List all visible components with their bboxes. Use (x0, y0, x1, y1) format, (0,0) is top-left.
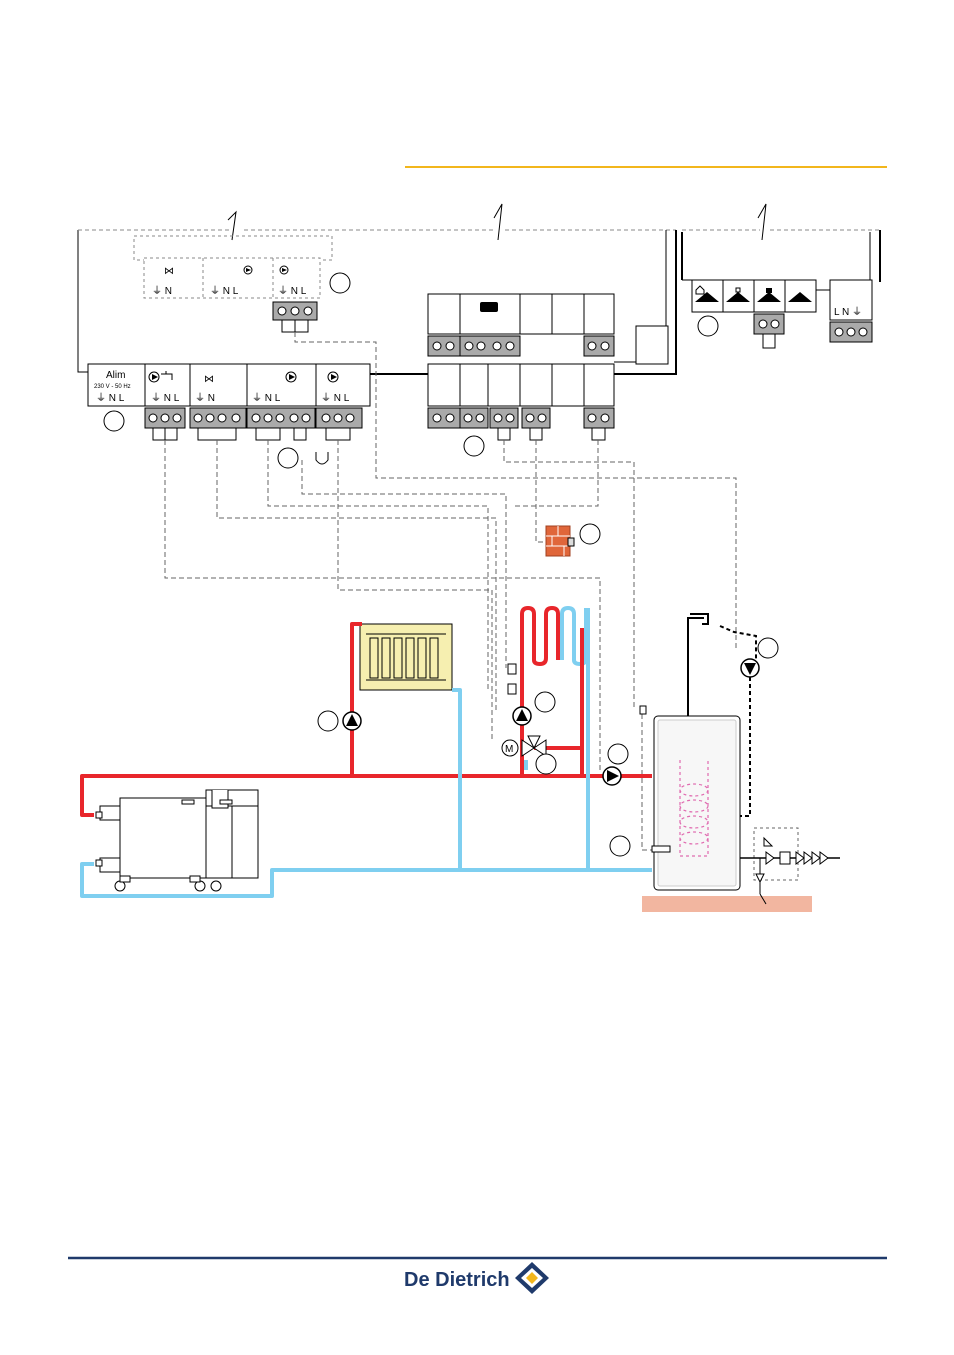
top-terminals-b: ⏚ N L (210, 285, 239, 297)
callout-dhw-pump (608, 744, 628, 764)
callout-recirculation-pump (758, 638, 778, 658)
left-terminals-b: ⏚ N (195, 392, 215, 404)
callout-floor-pump (535, 692, 555, 712)
top-terminals-a: ⏚ N (152, 285, 172, 297)
bridge-icon (316, 452, 328, 464)
display-box (636, 326, 668, 364)
underfloor-loop (522, 608, 586, 664)
callout-radiator-pump (318, 711, 338, 731)
left-terminals-a: ⏚ N L (151, 392, 180, 404)
brand-logo-text: De Dietrich (404, 1269, 510, 1291)
left-terminal-module: Alim 230 V - 50 Hz ⏚ N L ⋈ ⏚ N L ⏚ N ⏚ N… (88, 364, 370, 468)
callout-power (104, 411, 124, 431)
callout-outdoor-sensor (580, 524, 600, 544)
svg-text:M: M (505, 744, 513, 755)
flow-temperature-sensor (508, 664, 516, 694)
heating-pump-radiator (318, 711, 361, 731)
dhw-storage-tank (610, 614, 812, 912)
valve-symbol-top: ⋈ (164, 266, 174, 277)
valve-symbol-left: ⋈ (204, 374, 214, 385)
bus-connector-icon (480, 302, 498, 312)
right-terminals: L N ⏚ (834, 306, 862, 318)
safety-group (740, 828, 840, 904)
mixing-valve: M (502, 736, 556, 774)
callout-mixing-valve (536, 754, 556, 774)
callout-top-module (330, 273, 350, 293)
radiator (360, 624, 452, 690)
alim-label: Alim (106, 370, 125, 381)
left-terminals-d: ⏚ N L (321, 392, 350, 404)
callout-left-module (278, 448, 298, 468)
heating-pump-floor (513, 692, 555, 725)
lock-icon (766, 288, 772, 293)
brand-logo-icon (515, 1262, 549, 1294)
outdoor-sensor (546, 524, 600, 556)
callout-tank-sensor (610, 836, 630, 856)
left-terminals-c: ⏚ N L (252, 392, 281, 404)
alim-terminals: ⏚ N L (96, 392, 125, 404)
dhw-charging-pump (603, 744, 628, 785)
middle-lower-module (428, 364, 614, 456)
boiler (96, 790, 258, 891)
callout-middle-module (464, 436, 484, 456)
top-terminals-c: ⏚ N L (278, 285, 307, 297)
right-mode-module (692, 280, 816, 348)
top-connection-module: ⋈ ⏚ N ⏚ N L ⏚ N L (134, 236, 350, 332)
alim-voltage: 230 V - 50 Hz (94, 384, 131, 390)
callout-right-module (698, 316, 718, 336)
right-power-module: L N ⏚ (830, 280, 872, 342)
floor-slab (642, 896, 812, 912)
middle-upper-module (428, 294, 668, 364)
